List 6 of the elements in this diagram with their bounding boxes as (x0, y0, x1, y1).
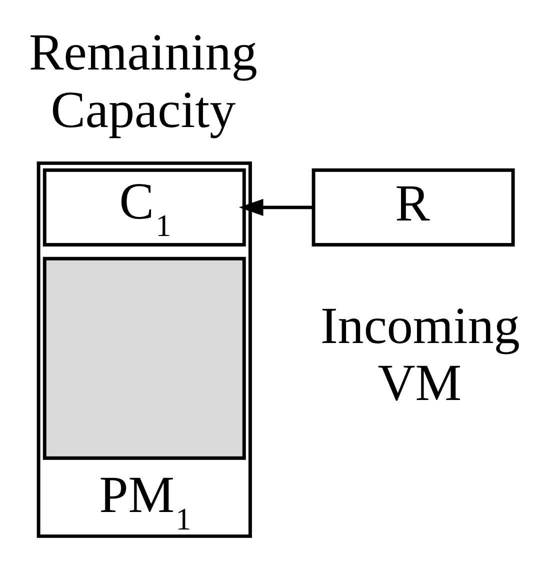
node-box: C$_{1}$ (42, 168, 246, 246)
node-box (42, 256, 246, 460)
node-label: Incoming VM (320, 298, 520, 412)
node-label: Remaining Capacity (29, 24, 258, 139)
node-box: R (312, 168, 515, 246)
arrow (238, 198, 313, 216)
